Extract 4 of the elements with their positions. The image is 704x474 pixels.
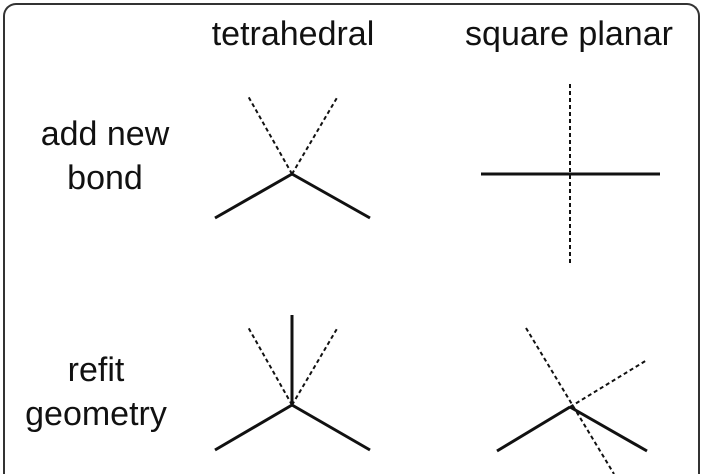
row-label: add new bond — [40, 114, 170, 199]
column-heading: tetrahedral — [210, 14, 376, 55]
column-heading: square planar — [464, 14, 674, 55]
row-label: refit geometry — [24, 350, 168, 435]
